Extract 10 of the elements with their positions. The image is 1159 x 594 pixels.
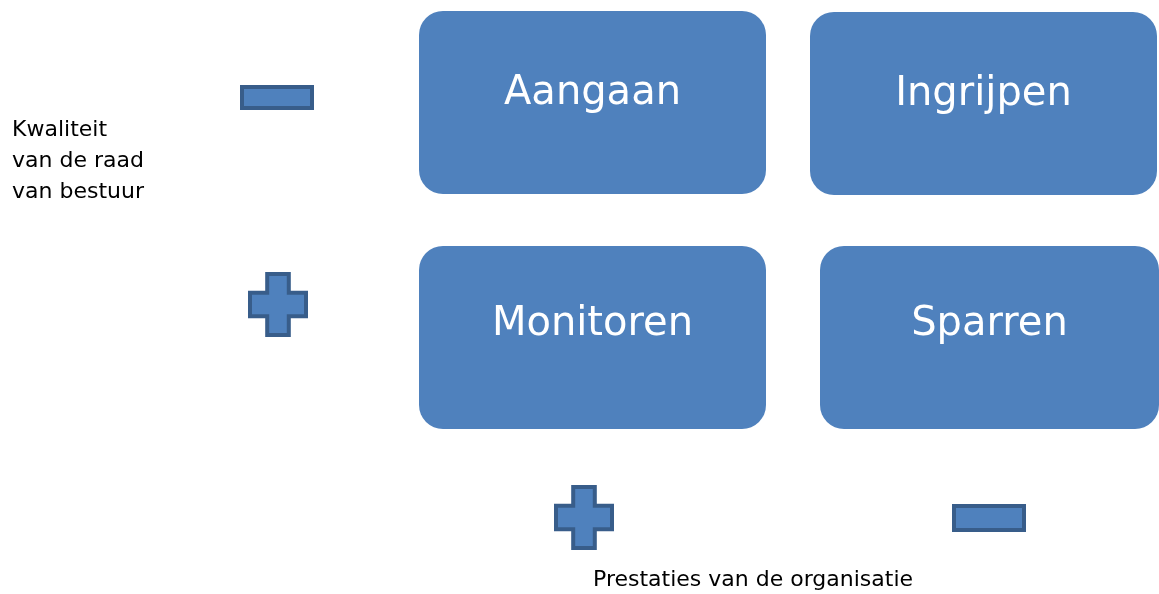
quadrant-label: Aangaan [504, 67, 681, 115]
quadrant-box [419, 11, 766, 194]
quadrant-label: Sparren [911, 298, 1068, 346]
quadrant-label: Monitoren [491, 298, 694, 346]
quadrant-box [419, 246, 766, 429]
axis-title: Kwaliteit van de raad van bestuur [12, 115, 145, 205]
quadrant-box [820, 246, 1159, 429]
quadrant-label: Ingrijpen [895, 68, 1072, 116]
quadrant-box [810, 12, 1157, 195]
axis-title: Prestaties van de organisatie [593, 565, 915, 593]
